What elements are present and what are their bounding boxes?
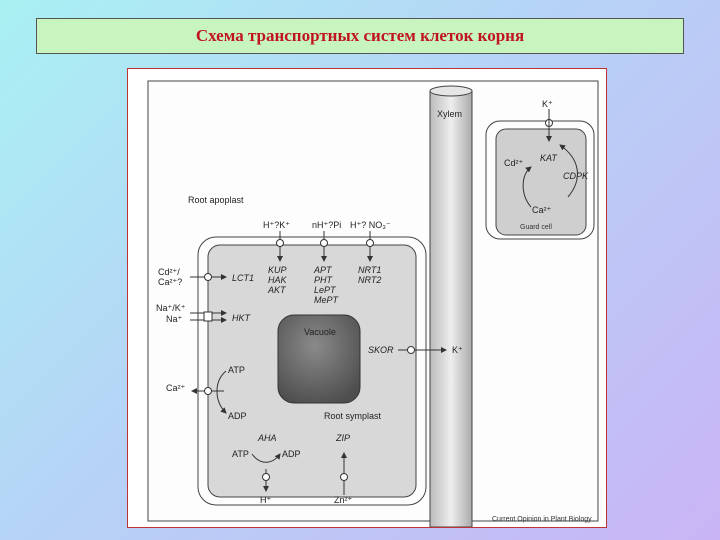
guard-cd: Cd²⁺ [504,158,524,168]
atp-left: ATP [228,365,245,375]
adp-left: ADP [228,411,247,421]
guard-kat: KAT [540,153,558,163]
atp-bottom: ATP [232,449,249,459]
transporter-akt: AKT [267,285,287,295]
root-cell: Root apoplast Vacuole Root symplast [188,195,427,506]
transporter-aha: AHA [257,433,277,443]
slide-title: Схема транспортных систем клеток корня [195,26,525,45]
ion-ca-q: Ca²⁺? [158,277,182,287]
transporter-skor: SKOR [368,345,394,355]
transporter-zip: ZIP [335,433,350,443]
ion-na: Na⁺ [166,314,183,324]
guard-cell: K⁺ Cd²⁺ KAT CDPK Ca²⁺ Guard cell [485,99,595,240]
transporter-lept: LePT [314,285,337,295]
title-box: Схема транспортных систем клеток корня [36,18,684,54]
adp-bottom: ADP [282,449,301,459]
guard-k-in: K⁺ [542,99,553,109]
ion-ca: Ca²⁺ [166,383,186,393]
guard-cdpk: CDPK [563,171,589,181]
pump-icon [204,387,212,395]
figure-frame: Xylem K⁺ Cd²⁺ KAT CDPK Ca²⁺ Guard cell R… [127,68,607,528]
root-symplast-label: Root symplast [324,411,382,421]
top-ion-1: H⁺?K⁺ [263,220,290,230]
transporter-hkt: HKT [232,313,252,323]
transporter-apt: APT [313,265,333,275]
transporter-hak: HAK [268,275,288,285]
transporter-nrt1: NRT1 [358,265,381,275]
channel-icon [320,239,328,247]
transporter-lct1: LCT1 [232,273,254,283]
left-transport: Cd²⁺/ Ca²⁺? LCT1 Na⁺/K⁺ Na⁺ HKT Ca²⁺ ATP… [156,267,254,421]
top-ion-2: nH⁺?Pi [312,220,341,230]
xylem-label: Xylem [437,109,462,119]
vacuole-label: Vacuole [304,327,336,337]
channel-icon [203,311,213,322]
pump-icon [262,473,270,481]
channel-icon [340,473,348,481]
transporter-kup: KUP [268,265,287,275]
ion-na-k: Na⁺/K⁺ [156,303,186,313]
channel-icon [366,239,374,247]
transporter-nrt2: NRT2 [358,275,381,285]
figure-credit: Current Opinion in Plant Biology [492,516,592,523]
xylem-vessel: Xylem [429,85,473,527]
root-transport-diagram: Xylem K⁺ Cd²⁺ KAT CDPK Ca²⁺ Guard cell R… [147,80,599,527]
top-transport: H⁺?K⁺ nH⁺?Pi H⁺? NO₃⁻ KUP HAK AKT APT PH… [263,220,391,305]
skor-transport: SKOR K⁺ [368,345,463,355]
transporter-mept: MePT [314,295,340,305]
bottom-transport: AHA ZIP ATP ADP H⁺ Zn²⁺ [232,433,353,505]
root-apoplast-label: Root apoplast [188,195,244,205]
vacuole [277,314,361,404]
k-out: K⁺ [452,345,463,355]
guard-cell-label: Guard cell [520,224,552,231]
channel-icon [407,346,415,354]
transporter-pht: PHT [314,275,334,285]
ion-zn: Zn²⁺ [334,495,353,505]
ion-h: H⁺ [260,495,271,505]
channel-icon [204,273,212,281]
top-ion-3: H⁺? NO₃⁻ [350,220,391,230]
channel-icon [276,239,284,247]
ion-cd: Cd²⁺/ [158,267,180,277]
guard-ca: Ca²⁺ [532,205,552,215]
